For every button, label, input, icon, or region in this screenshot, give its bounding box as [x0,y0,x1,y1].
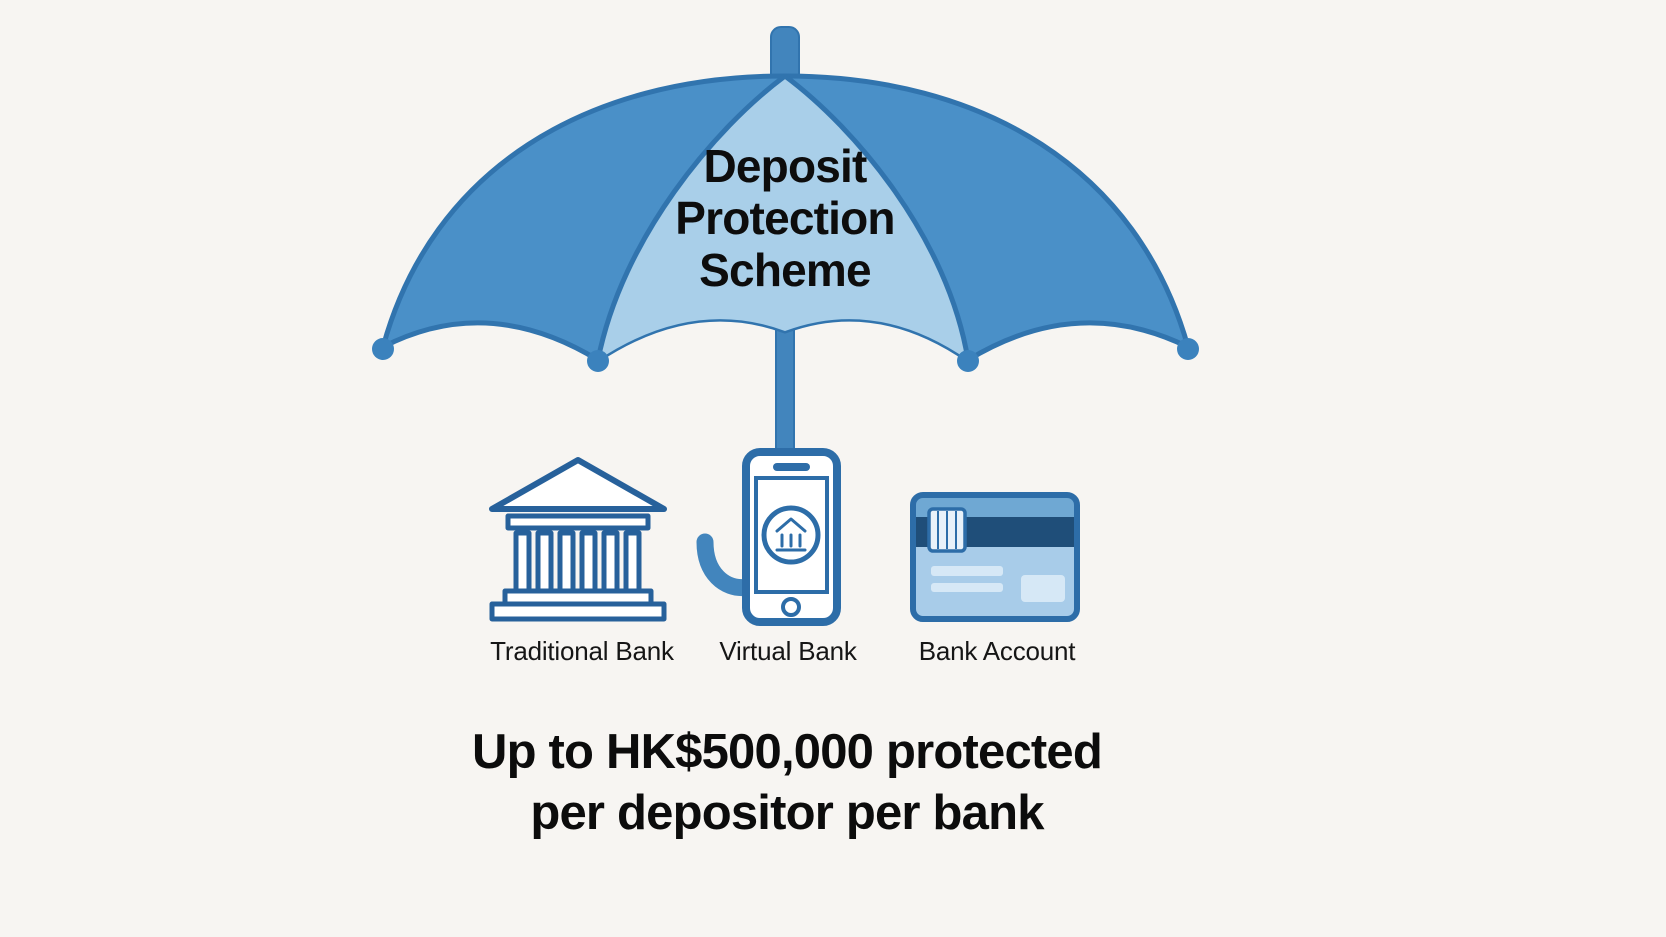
umbrella-rib-right [783,73,971,361]
bank-column [535,530,554,594]
protection-caption: Up to HK$500,000 protected per depositor… [471,722,1103,844]
label-virtual-bank: Virtual Bank [719,636,857,666]
umbrella-title-line: Scheme [699,244,871,296]
label-traditional-bank: Traditional Bank [490,636,674,666]
bank-column [513,530,532,594]
phone-home-button [781,597,801,617]
caption-line: per depositor per bank [530,786,1044,840]
card-detail-line [931,566,1003,576]
umbrella-tip [957,350,979,372]
bank-column [579,530,598,594]
umbrella-tip [1177,338,1199,360]
umbrella-title-line: Deposit [703,140,867,192]
umbrella-tip [587,350,609,372]
smartphone-bank-icon [742,448,841,626]
card-detail-line [931,583,1003,592]
umbrella-title-line: Protection [675,192,895,244]
label-bank-account: Bank Account [918,636,1076,666]
umbrella-title: Deposit Protection Scheme [675,140,895,296]
umbrella-tip [372,338,394,360]
bank-entablature [505,513,651,531]
bank-card-icon [910,492,1080,622]
caption-line: Up to HK$500,000 protected [471,725,1103,779]
mini-bank-glyph [775,517,807,552]
bank-step-lower [489,601,667,622]
umbrella-rib-left [595,73,787,361]
phone-speaker [773,463,810,471]
card-chip-lines [937,511,957,549]
umbrella-graphic [372,26,1199,597]
bank-pediment [489,457,667,512]
bank-column [557,530,576,594]
bank-column [601,530,620,594]
card-outline [910,492,1080,622]
umbrella-center-panel [598,76,968,360]
bank-column [623,530,642,594]
card-signature-box [1021,575,1065,602]
bank-building-icon [489,457,667,622]
